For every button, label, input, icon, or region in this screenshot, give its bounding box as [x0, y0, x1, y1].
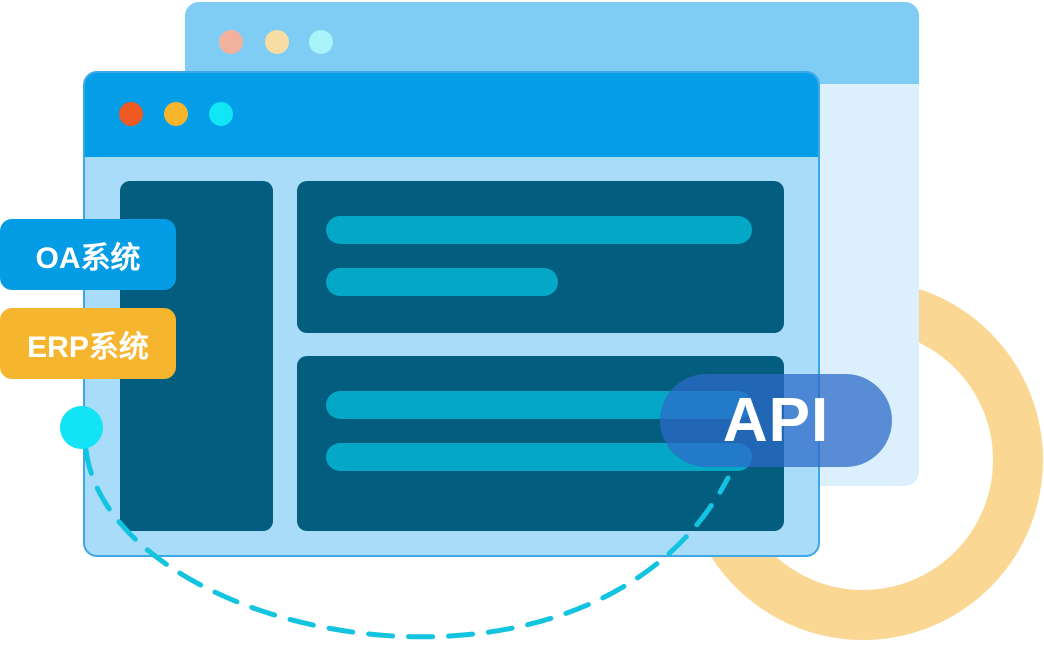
front-window	[83, 71, 820, 557]
oa-system-tag: OA系统	[0, 219, 176, 290]
content-line-bar	[326, 268, 558, 296]
content-line-bar	[326, 216, 752, 244]
api-label: API	[722, 386, 830, 455]
front-minimize-dot-icon	[164, 102, 188, 126]
back-close-dot-icon	[219, 30, 243, 54]
oa-system-label: OA系统	[35, 241, 141, 275]
front-maximize-dot-icon	[209, 102, 233, 126]
back-minimize-dot-icon	[265, 30, 289, 54]
api-badge: API	[660, 374, 892, 467]
erp-system-tag: ERP系统	[0, 308, 176, 379]
back-maximize-dot-icon	[309, 30, 333, 54]
front-window-titlebar	[85, 73, 818, 157]
dashed-connector-path	[83, 447, 731, 640]
content-card-top	[297, 181, 784, 333]
back-window-titlebar	[185, 2, 919, 84]
front-close-dot-icon	[119, 102, 143, 126]
connector-node-icon	[60, 406, 103, 449]
erp-system-label: ERP系统	[27, 330, 149, 364]
